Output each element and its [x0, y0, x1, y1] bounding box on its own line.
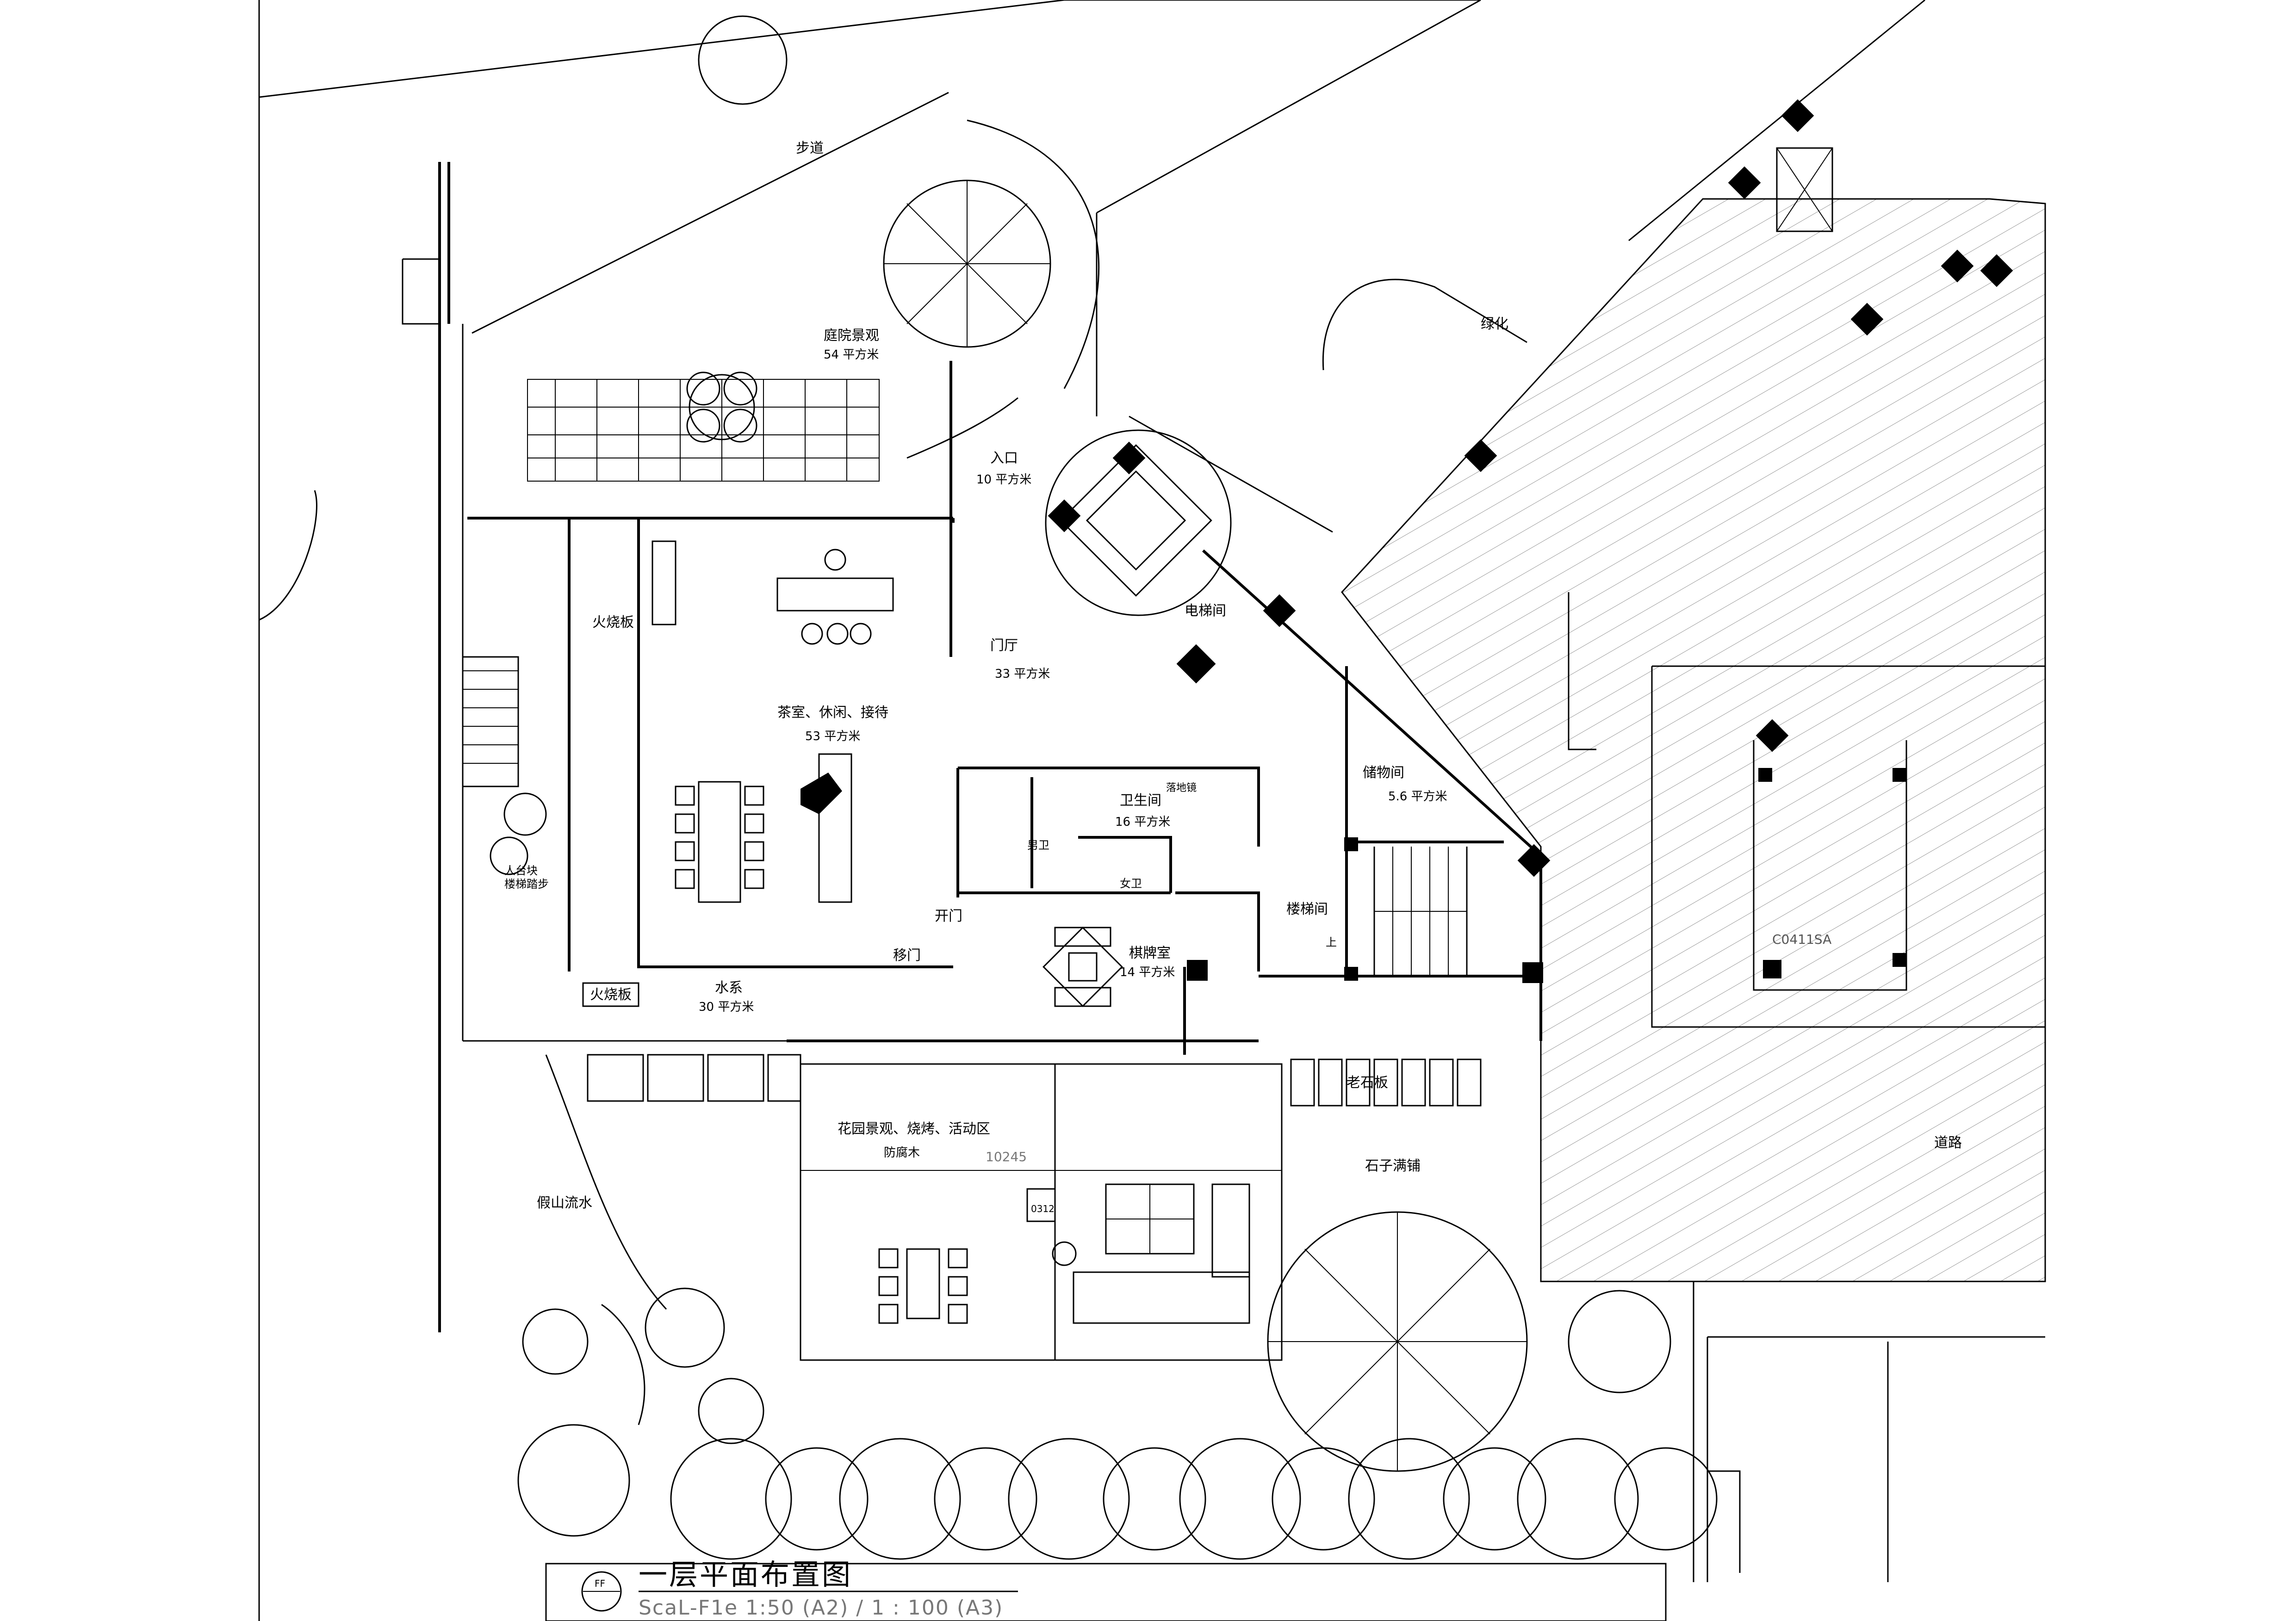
- room-name-garden: 花园景观、烧烤、活动区: [838, 1121, 990, 1137]
- room-name-storage: 储物间: [1363, 765, 1404, 781]
- room-name-gravel: 石子满铺: [1365, 1158, 1421, 1174]
- elevator-core: [1045, 147, 1833, 616]
- room-area-water: 30 平方米: [699, 1000, 754, 1014]
- room-area-storage: 5.6 平方米: [1388, 790, 1447, 804]
- room-name-walkway: 步道: [796, 140, 824, 156]
- window-code: C0411SA: [1772, 932, 1831, 947]
- room-area-tearoom: 53 平方米: [805, 730, 860, 743]
- dimension-label: 10245: [986, 1149, 1027, 1164]
- drawing-title: 一层平面布置图: [639, 1558, 852, 1591]
- stair-up-label: 上: [1326, 936, 1337, 949]
- lounge-chair-label: 0312: [1031, 1203, 1055, 1214]
- room-name-elevator: 电梯间: [1185, 603, 1226, 619]
- rockery-water: [490, 792, 667, 1425]
- room-area-restroom: 16 平方米: [1115, 815, 1170, 829]
- room-name-foyer: 门厅: [990, 637, 1018, 654]
- trees: [517, 15, 1718, 1560]
- fireplace-box: [582, 982, 639, 1007]
- room-name-restroom: 卫生间: [1120, 792, 1161, 809]
- building-walls: [402, 92, 1542, 1332]
- fireplace-label-1: 火烧板: [592, 614, 634, 631]
- stair-treads: [1374, 847, 1467, 976]
- open-door-label: 开门: [935, 908, 962, 924]
- female-wc-label: 女卫: [1120, 877, 1142, 890]
- male-wc-label: 男卫: [1027, 839, 1049, 852]
- sliding-door-label: 移门: [893, 947, 921, 964]
- drawing-tag: FF: [595, 1578, 605, 1589]
- site-context: [258, 0, 1925, 1621]
- room-labels: 步道 庭院景观 54 平方米 入口 10 平方米 绿化 电梯间 门厅 33 平方…: [537, 140, 1962, 1211]
- room-name-chessroom: 棋牌室: [1129, 945, 1171, 961]
- room-name-water: 水系: [715, 980, 743, 996]
- mirror-label: 落地镜: [1166, 782, 1197, 794]
- room-name-courtyard: 庭院景观: [824, 328, 879, 344]
- stone-steps-label: 人台块楼梯踏步: [504, 864, 549, 891]
- room-name-tearoom: 茶室、休闲、接待: [777, 705, 888, 721]
- room-area-garden: 防腐木: [884, 1146, 920, 1160]
- stepping-stones: [587, 1054, 1482, 1107]
- room-area-chessroom: 14 平方米: [1120, 965, 1175, 979]
- room-area-foyer: 33 平方米: [995, 667, 1050, 681]
- room-area-entrance: 10 平方米: [976, 473, 1031, 487]
- fireplace-label-2: 火烧板: [590, 987, 632, 1003]
- room-name-road: 道路: [1934, 1135, 1962, 1151]
- tea-room-furniture: [652, 540, 894, 903]
- drawing-scale: ScaL-F1e 1:50 (A2) / 1 : 100 (A3): [639, 1596, 1003, 1620]
- garden-deck: [800, 1063, 1283, 1361]
- detail-labels: 火烧板 火烧板 人台块楼梯踏步 男卫 女卫 开门 移门 落地镜 老石板 上 03…: [504, 614, 1388, 1214]
- lower-right-court: [1693, 1281, 2045, 1582]
- courtyard-paving: [527, 371, 880, 482]
- road-hatch-area: [1341, 198, 2046, 1282]
- room-name-greenery: 绿化: [1481, 316, 1508, 332]
- room-name-rockery: 假山流水: [537, 1195, 592, 1211]
- room-area-courtyard: 54 平方米: [824, 348, 879, 362]
- room-name-stairwell: 楼梯间: [1286, 901, 1328, 917]
- chess-room-furniture: [1043, 927, 1123, 1007]
- title-block: FF 一层平面布置图 ScaL-F1e 1:50 (A2) / 1 : 100 …: [545, 1558, 1667, 1621]
- room-name-entrance: 入口: [990, 450, 1018, 466]
- west-stair: [463, 656, 519, 787]
- slate-label: 老石板: [1347, 1075, 1388, 1091]
